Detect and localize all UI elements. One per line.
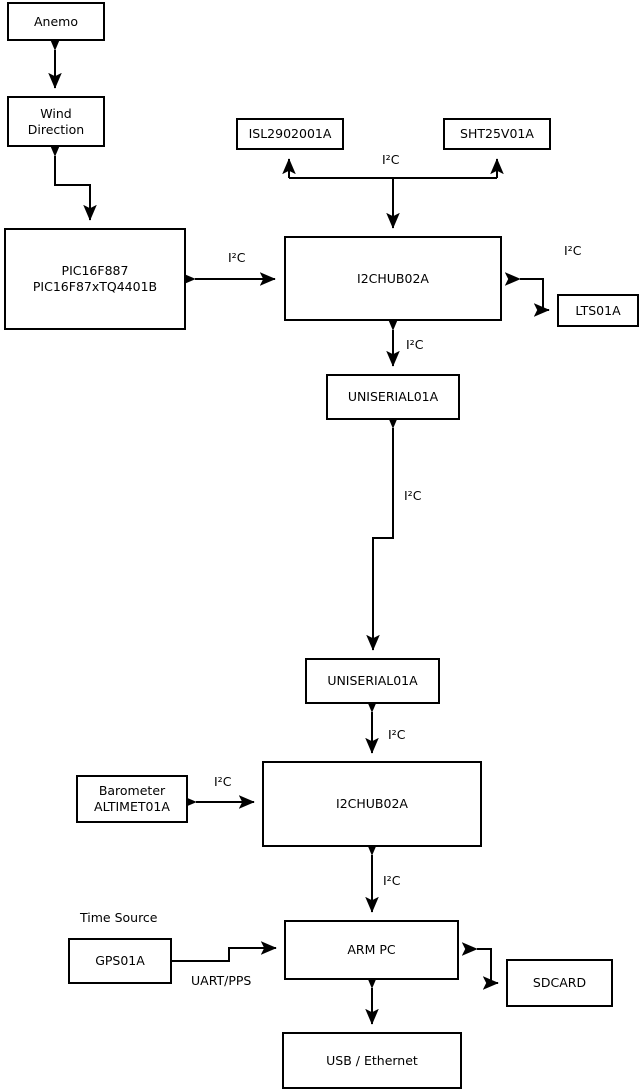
- connector-armpc-sdcard: [461, 942, 499, 990]
- connector-i2chub-top-sensors: [282, 158, 504, 229]
- node-pic-microcontroller[interactable]: PIC16F887 PIC16F87xTQ4401B: [4, 228, 186, 330]
- node-sdcard[interactable]: SDCARD: [506, 959, 613, 1007]
- node-barometer-altimet01a[interactable]: Barometer ALTIMET01A: [76, 775, 188, 823]
- node-uniserial01a-upper[interactable]: UNISERIAL01A: [326, 374, 460, 420]
- node-label: ISL2902001A: [248, 126, 332, 141]
- node-anemo[interactable]: Anemo: [7, 2, 105, 41]
- edge-label-i2c-baro-hub: I²C: [214, 774, 232, 789]
- node-label: I2CHUB02A: [357, 270, 429, 286]
- node-label: I2CHUB02A: [336, 796, 408, 811]
- node-label: SHT25V01A: [460, 126, 534, 141]
- node-label: Anemo: [34, 13, 78, 29]
- label-time-source: Time Source: [80, 910, 158, 925]
- node-uniserial01a-lower[interactable]: UNISERIAL01A: [305, 658, 440, 704]
- node-label: PIC16F887 PIC16F87xTQ4401B: [32, 263, 158, 294]
- node-usb-ethernet[interactable]: USB / Ethernet: [282, 1032, 462, 1089]
- edge-label-i2c-top-branch: I²C: [382, 152, 400, 167]
- edge-label-i2c-uniserial-link: I²C: [404, 488, 422, 503]
- connector-gps01a-armpc: [172, 941, 277, 962]
- node-label: USB / Ethernet: [326, 1052, 418, 1068]
- node-gps01a[interactable]: GPS01A: [68, 938, 172, 984]
- node-label: UNISERIAL01A: [347, 389, 439, 404]
- node-label: ARM PC: [347, 942, 396, 957]
- edge-label-i2c-hub-uniserial: I²C: [406, 337, 424, 352]
- node-label: LTS01A: [575, 302, 621, 318]
- edge-label-i2c-uniserial-hub: I²C: [388, 727, 406, 742]
- node-i2chub02a-bottom[interactable]: I2CHUB02A: [262, 761, 482, 847]
- node-label: Wind Direction: [27, 105, 85, 137]
- edge-label-i2c-hub-lts: I²C: [564, 243, 582, 258]
- node-label: SDCARD: [532, 975, 587, 990]
- node-label: GPS01A: [95, 953, 145, 968]
- node-label: UNISERIAL01A: [327, 673, 418, 688]
- node-label: Barometer ALTIMET01A: [94, 783, 170, 814]
- node-i2chub02a-top[interactable]: I2CHUB02A: [284, 236, 502, 321]
- node-lts01a[interactable]: LTS01A: [557, 294, 639, 327]
- edge-label-uart-pps: UART/PPS: [191, 973, 252, 988]
- node-isl2902001a[interactable]: ISL2902001A: [236, 118, 344, 150]
- node-sht25v01a[interactable]: SHT25V01A: [443, 118, 551, 150]
- connector-i2chub-top-lts01a: [504, 272, 550, 317]
- connector-uniserial-link: [366, 412, 400, 651]
- edge-label-i2c-pic-hub: I²C: [228, 250, 246, 265]
- node-wind-direction[interactable]: Wind Direction: [7, 96, 105, 147]
- edge-label-i2c-hub-arm: I²C: [383, 873, 401, 888]
- connector-winddirection-pic: [48, 140, 97, 221]
- node-arm-pc[interactable]: ARM PC: [284, 920, 459, 980]
